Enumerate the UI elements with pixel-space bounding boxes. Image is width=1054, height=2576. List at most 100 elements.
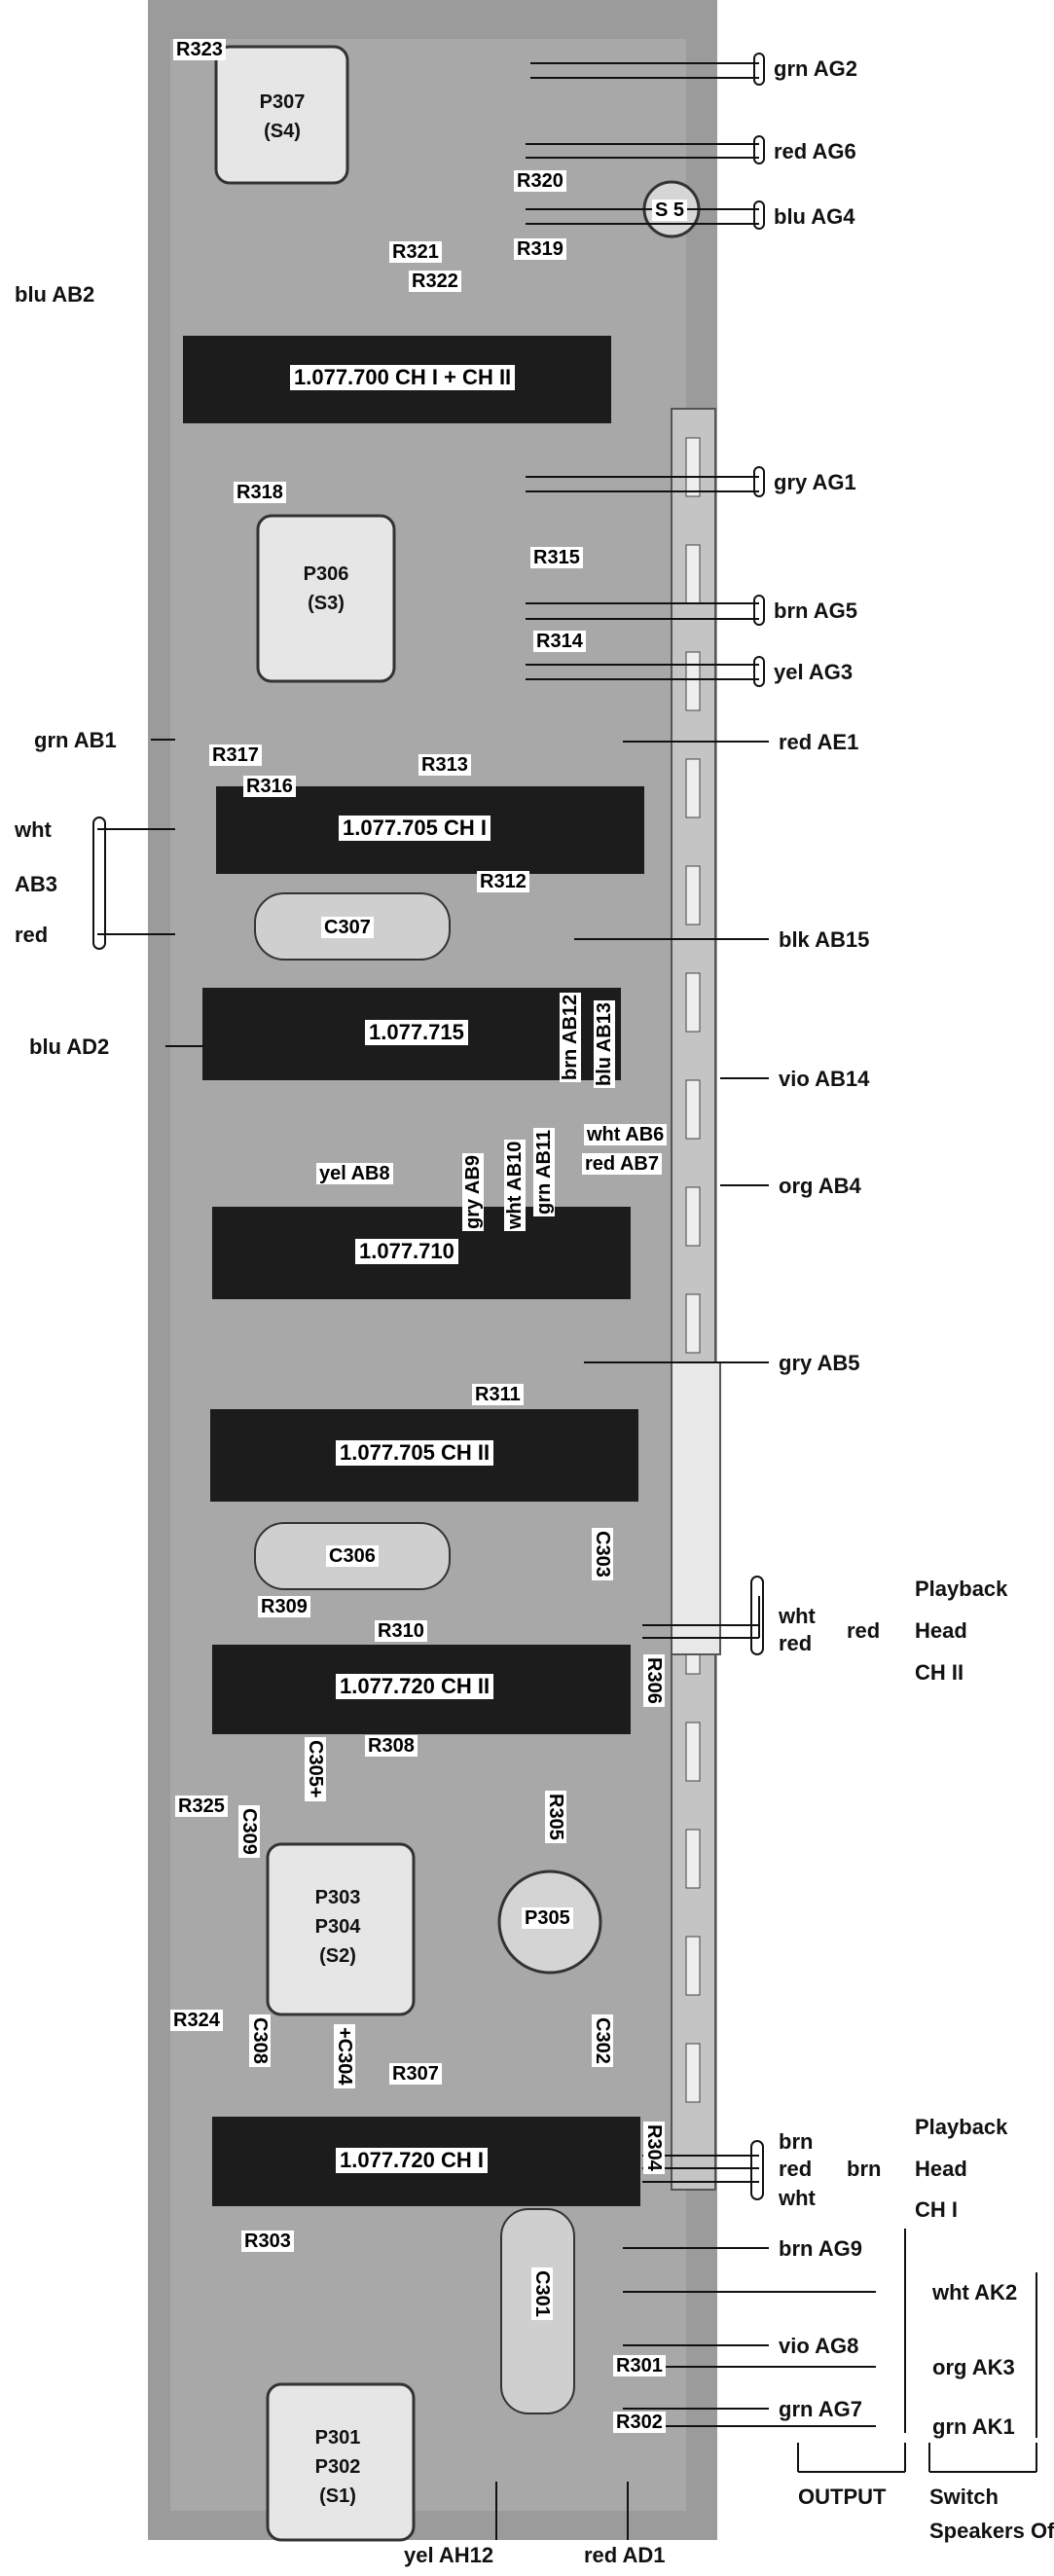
- switch-s1-part-b: P302: [314, 2456, 361, 2478]
- label-wht-ch2: wht: [779, 1604, 816, 1628]
- r325-label: R325: [175, 1796, 228, 1817]
- label-playback-ch1-b: Head: [915, 2157, 967, 2181]
- label-grn-ak1: grn AK1: [932, 2414, 1015, 2439]
- switch-s1-label: P301 P302 (S1): [304, 2423, 372, 2511]
- switch-s4-label: P307 (S4): [248, 88, 316, 146]
- r311-label: R311: [472, 1384, 524, 1405]
- r305-label: R305: [545, 1791, 566, 1843]
- r317-label: R317: [209, 744, 262, 766]
- label-wht-ch1: wht: [779, 2186, 816, 2210]
- r307-label: R307: [389, 2063, 442, 2085]
- switch-s3: [256, 514, 396, 683]
- c304-label: +C304: [334, 2024, 355, 2088]
- r301-label: R301: [613, 2355, 666, 2376]
- label-brn-ch1-head: brn: [847, 2157, 882, 2181]
- label-vio-ag8: vio AG8: [779, 2334, 859, 2358]
- switch-s4-part: P307: [259, 91, 306, 113]
- r313-label: R313: [418, 754, 471, 776]
- pot-p305-label: P305: [522, 1907, 573, 1929]
- connector-6-label: 1.077.720 CH II: [336, 1674, 494, 1699]
- label-red-ch1: red: [779, 2157, 813, 2181]
- switch-s1-id: (S1): [319, 2485, 356, 2507]
- r306-label: R306: [643, 1654, 665, 1707]
- label-gry-ab5: gry AB5: [779, 1351, 860, 1375]
- switch-s4-id: (S4): [264, 121, 301, 142]
- connector-2-label: 1.077.705 CH I: [339, 816, 491, 841]
- label-red-ch2-head: red: [847, 1618, 881, 1643]
- label-playback-ch2-b: Head: [915, 1618, 967, 1643]
- r303-label: R303: [241, 2231, 294, 2252]
- gry-ab9-label: gry AB9: [462, 1153, 484, 1231]
- switch-s3-label: P306 (S3): [292, 560, 360, 618]
- label-red-ae1: red AE1: [779, 730, 859, 754]
- label-org-ak3: org AK3: [932, 2355, 1015, 2379]
- label-brn-ag9: brn AG9: [779, 2236, 862, 2261]
- r309-label: R309: [258, 1596, 310, 1617]
- connector-4-label: 1.077.710: [355, 1239, 458, 1264]
- label-output: OUTPUT: [798, 2485, 887, 2509]
- connector-7-label: 1.077.720 CH I: [336, 2148, 488, 2173]
- label-grn-ab1: grn AB1: [34, 728, 117, 752]
- label-yel-ah12: yel AH12: [404, 2543, 494, 2567]
- label-red-ag6: red AG6: [774, 139, 856, 163]
- r321-label: R321: [389, 241, 442, 263]
- c307-label: C307: [321, 917, 374, 938]
- r302-label: R302: [613, 2412, 666, 2433]
- switch-s2-label: P303 P304 (S2): [304, 1883, 372, 1971]
- connector-3-label: 1.077.715: [365, 1020, 468, 1045]
- r318-label: R318: [234, 482, 286, 503]
- label-red: red: [15, 923, 49, 947]
- switch-s4: [214, 45, 349, 185]
- r314-label: R314: [533, 631, 586, 652]
- wht-ab10-label: wht AB10: [504, 1139, 526, 1231]
- switch-s2: [266, 1842, 416, 2016]
- switch-s5-label: S 5: [652, 200, 688, 221]
- label-playback-ch2-a: Playback: [915, 1577, 1008, 1601]
- label-red-ch2: red: [779, 1631, 813, 1655]
- r324-label: R324: [170, 2010, 223, 2031]
- label-red-ad1: red AD1: [584, 2543, 666, 2567]
- r323-label: R323: [173, 39, 226, 60]
- switch-s1-part-a: P301: [314, 2427, 361, 2449]
- r310-label: R310: [375, 1620, 427, 1642]
- blu-ab13-label: blu AB13: [594, 1000, 615, 1088]
- label-wht: wht: [15, 817, 52, 842]
- label-ab3: AB3: [15, 872, 58, 896]
- c305-label: C305+: [305, 1737, 326, 1801]
- switch-s2-id: (S2): [319, 1945, 356, 1967]
- connector-1-label: 1.077.700 CH I + CH II: [290, 365, 516, 390]
- label-vio-ab14: vio AB14: [779, 1067, 870, 1091]
- label-grn-ag2: grn AG2: [774, 56, 857, 81]
- c303-label: C303: [592, 1528, 613, 1580]
- label-blu-ab2: blu AB2: [15, 282, 95, 307]
- switch-bodies: [214, 45, 416, 2542]
- r316-label: R316: [243, 776, 296, 797]
- label-gry-ag1: gry AG1: [774, 470, 856, 494]
- connector-5-label: 1.077.705 CH II: [336, 1440, 494, 1466]
- label-blu-ad2: blu AD2: [29, 1034, 110, 1059]
- label-playback-ch1-c: CH I: [915, 2197, 958, 2222]
- label-grn-ag7: grn AG7: [779, 2397, 862, 2421]
- r315-label: R315: [530, 547, 583, 568]
- c306-label: C306: [326, 1545, 379, 1567]
- wht-ab6-label: wht AB6: [584, 1124, 668, 1145]
- switch-s2-part-b: P304: [314, 1916, 361, 1938]
- switch-s1: [266, 2382, 416, 2542]
- label-brn-ag5: brn AG5: [774, 599, 857, 623]
- r308-label: R308: [365, 1735, 418, 1757]
- c301-label: C301: [531, 2268, 553, 2320]
- switch-s3-id: (S3): [308, 593, 345, 614]
- label-yel-ag3: yel AG3: [774, 660, 854, 684]
- switch-s2-part-a: P303: [314, 1887, 361, 1908]
- yel-ab8-label: yel AB8: [316, 1163, 393, 1184]
- label-wht-ak2: wht AK2: [932, 2280, 1018, 2304]
- r319-label: R319: [514, 238, 566, 260]
- board-right-block: [671, 1361, 721, 1655]
- r312-label: R312: [477, 871, 529, 892]
- label-speakers-off: Speakers Off: [929, 2519, 1054, 2543]
- switch-s3-part: P306: [303, 563, 349, 585]
- label-blk-ab15: blk AB15: [779, 927, 870, 952]
- label-blu-ag4: blu AG4: [774, 204, 855, 229]
- brn-ab12-label: brn AB12: [560, 992, 581, 1082]
